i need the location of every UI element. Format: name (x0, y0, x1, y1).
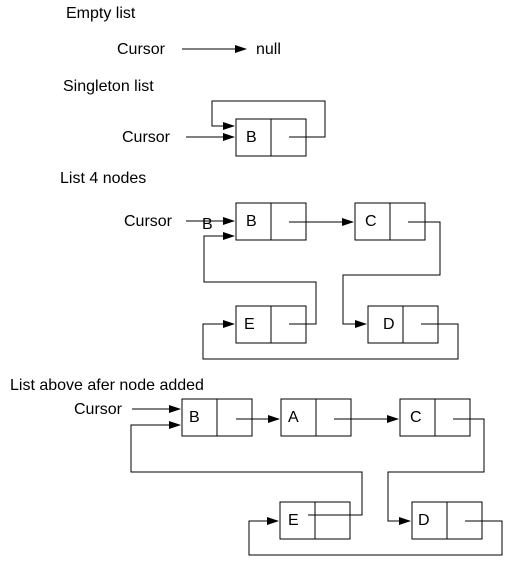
singleton-list-section: Singleton list Cursor B (63, 78, 326, 157)
four-node-d: D (367, 305, 439, 344)
empty-list-title: Empty list (66, 5, 136, 22)
svg-text:B: B (246, 213, 257, 230)
added-list-title: List above afer node added (10, 377, 204, 394)
link-d-to-e (202, 320, 459, 360)
added-node-e: E (279, 501, 351, 540)
node-value: B (246, 129, 257, 146)
singleton-self-link (211, 100, 326, 138)
link-d-to-e (248, 517, 503, 556)
svg-text:D: D (418, 512, 430, 529)
added-node-a: A (280, 398, 352, 437)
link-e-to-b (203, 232, 317, 325)
four-node-list-title: List 4 nodes (60, 170, 146, 187)
svg-text:C: C (365, 213, 377, 230)
stray-b-label: B (202, 216, 213, 233)
svg-text:D: D (383, 316, 395, 333)
added-node-c: C (399, 398, 471, 437)
svg-text:E: E (244, 316, 255, 333)
svg-text:E: E (288, 512, 299, 529)
svg-text:C: C (410, 409, 422, 426)
link-c-to-d (387, 418, 485, 525)
four-node-list-section: List 4 nodes Cursor B B C E D (60, 170, 459, 360)
added-list-section: List above afer node added Cursor B A C … (10, 377, 503, 556)
four-cursor-label: Cursor (124, 213, 173, 230)
singleton-cursor-label: Cursor (122, 129, 171, 146)
added-cursor-label: Cursor (74, 401, 123, 418)
singleton-list-title: Singleton list (63, 78, 154, 95)
added-node-b: B (181, 398, 253, 437)
empty-cursor-label: Cursor (117, 41, 166, 58)
null-label: null (256, 41, 281, 58)
svg-text:A: A (288, 409, 299, 426)
empty-list-section: Empty list Cursor null (66, 5, 281, 58)
link-c-to-d (342, 221, 441, 328)
svg-text:B: B (189, 409, 200, 426)
link-e-to-b (130, 421, 363, 516)
